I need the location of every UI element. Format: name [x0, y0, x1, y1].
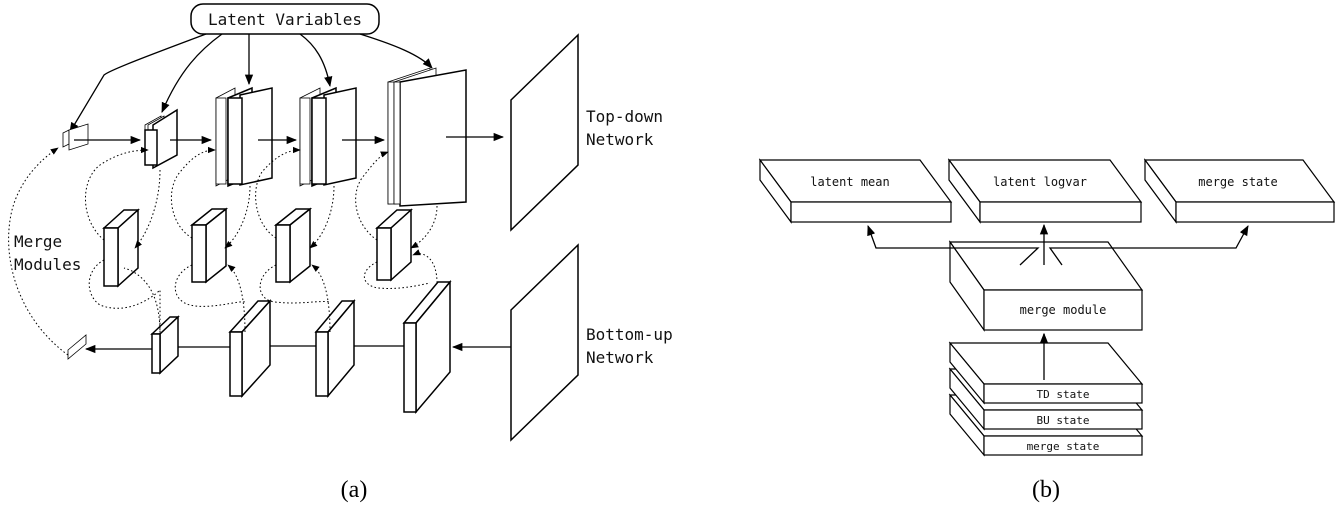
bu-block-4	[402, 279, 452, 415]
td-block-4	[387, 67, 467, 207]
dotted-connections	[8, 146, 438, 356]
merge-module-label: merge module	[1020, 303, 1107, 317]
bu-block-3	[314, 298, 356, 399]
bottom-up-label-line1: Bottom-up	[586, 325, 673, 344]
latent-logvar-label: latent logvar	[993, 175, 1087, 189]
merge-state-top-label: merge state	[1198, 175, 1277, 189]
latent-variables-box: Latent Variables	[190, 3, 380, 35]
caption-a: (a)	[341, 477, 368, 503]
merge-modules-label-line2: Modules	[14, 255, 81, 274]
top-down-row	[62, 33, 579, 232]
top-down-label-line2: Network	[586, 130, 654, 149]
td-state-label: TD state	[1037, 388, 1090, 401]
merge-state-bottom-label: merge state	[1027, 440, 1100, 453]
bu-block-2	[228, 299, 272, 398]
td-block-2	[215, 86, 273, 188]
td-state-box: TD state	[948, 341, 1144, 405]
panel-a: Latent Variables	[8, 3, 673, 503]
merge-state-top-box: merge state	[1143, 158, 1336, 224]
td-block-3	[299, 86, 357, 188]
latent-logvar-box: latent logvar	[947, 158, 1143, 224]
panel-b: latent mean latent logvar merge state me…	[758, 158, 1336, 503]
merge-modules-label-line1: Merge	[14, 232, 62, 251]
td-block-0	[62, 129, 70, 148]
latent-mean-label: latent mean	[810, 175, 889, 189]
merge-module-1	[102, 208, 140, 288]
bu-input-plane	[510, 243, 579, 442]
merge-module-2	[189, 207, 229, 284]
bu-block-0	[67, 334, 87, 360]
merge-module-4	[375, 208, 413, 282]
merge-modules-row	[102, 207, 413, 288]
td-output-plane	[510, 33, 579, 232]
top-down-label-line1: Top-down	[586, 107, 663, 126]
td-block-1	[144, 108, 178, 170]
merge-module-3	[273, 207, 313, 284]
latent-mean-box: latent mean	[758, 158, 953, 224]
bu-state-label: BU state	[1037, 414, 1090, 427]
bu-block-1	[150, 315, 180, 375]
caption-b: (b)	[1032, 477, 1060, 503]
bottom-up-row	[67, 243, 579, 442]
latent-arrows	[69, 33, 433, 133]
merge-module-box: merge module	[948, 240, 1144, 332]
merge-module-arrows	[867, 223, 1249, 266]
bottom-up-label-line2: Network	[586, 348, 654, 367]
latent-variables-label: Latent Variables	[208, 10, 362, 29]
